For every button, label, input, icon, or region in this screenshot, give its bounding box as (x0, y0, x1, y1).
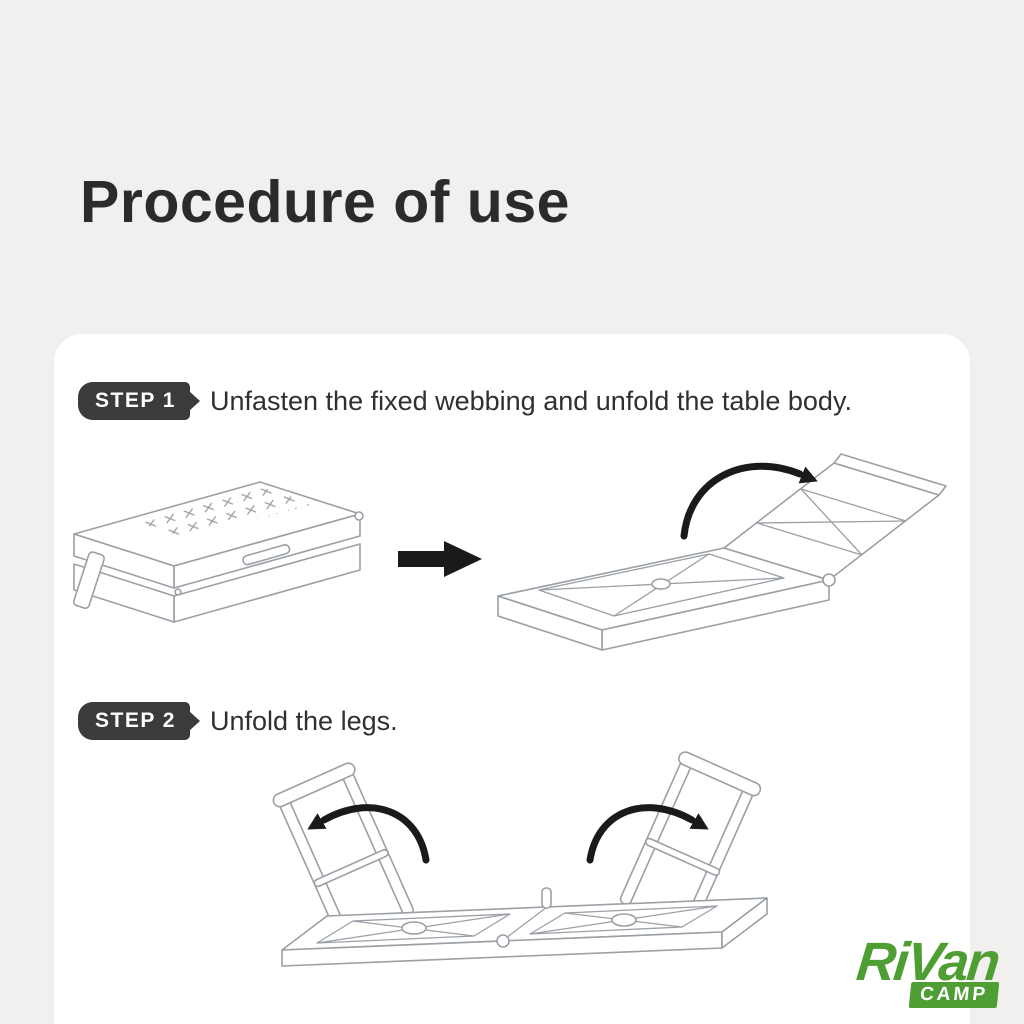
step-2-row: STEP 2 Unfold the legs. (78, 702, 398, 740)
brand-name: RiVan (853, 931, 1002, 992)
step-1-row: STEP 1 Unfasten the fixed webbing and un… (78, 382, 852, 420)
page-title: Procedure of use (80, 169, 570, 235)
arrow-right-icon (398, 541, 482, 577)
step-1-text: Unfasten the fixed webbing and unfold th… (209, 385, 852, 416)
brand-logo: RiVan CAMP (853, 931, 1002, 1008)
rotate-arrow-left-icon (307, 804, 430, 864)
illustration-table-unfolding (497, 453, 947, 651)
illustration-folded-table (72, 481, 364, 623)
step-2-text: Unfold the legs. (209, 705, 398, 736)
illustration-unfold-legs (272, 751, 768, 967)
content-card: STEP 1 Unfasten the fixed webbing and un… (54, 334, 970, 1024)
step-1-badge: STEP 1 (78, 382, 190, 420)
rotate-arrow-icon (680, 462, 818, 540)
right-leg-drawing (619, 751, 762, 933)
brand-camp-badge: CAMP (908, 982, 1000, 1008)
rotate-arrow-right-icon (586, 804, 709, 864)
step-2-badge: STEP 2 (78, 702, 190, 740)
